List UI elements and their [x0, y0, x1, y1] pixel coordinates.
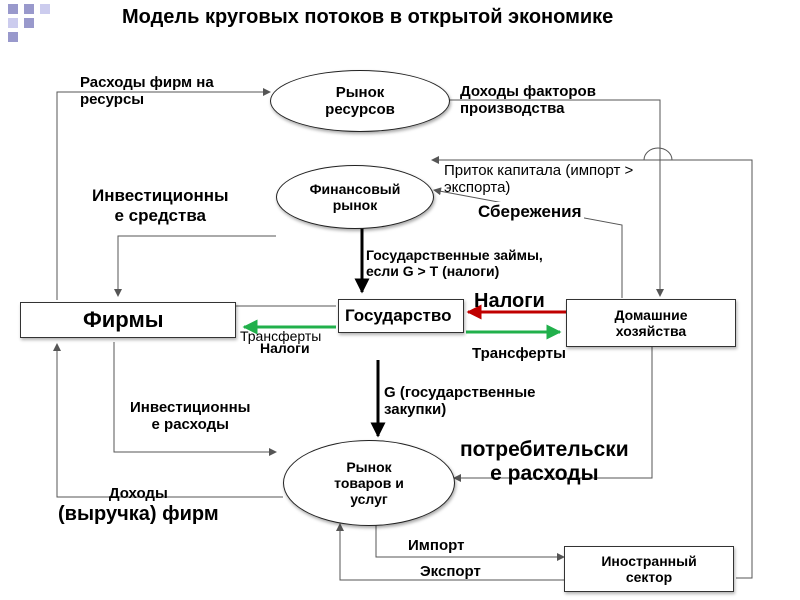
- node-foreign-sector-line1: Иностранный: [601, 553, 697, 569]
- flow-firm-expenses: [56, 88, 271, 300]
- label-consumer-expenses: потребительски е расходы: [460, 438, 629, 486]
- flow-crossing-arc: [643, 147, 673, 161]
- node-resource-market-line1: Рынок: [335, 84, 385, 101]
- label-transfers-left: Трансферты: [240, 328, 322, 344]
- node-households: Домашние хозяйства: [566, 299, 736, 347]
- flow-investment-expenses: [113, 342, 277, 456]
- node-government: Государство: [338, 299, 464, 333]
- node-goods-market: Рынок товаров и услуг: [283, 440, 455, 526]
- node-foreign-sector-line2: сектор: [625, 569, 673, 585]
- node-resource-market: Рынок ресурсов: [270, 70, 450, 132]
- label-gov-purchases: G (государственные закупки): [384, 384, 536, 419]
- label-firm-revenue-line1: Доходы: [108, 485, 168, 502]
- node-resource-market-line2: ресурсов: [325, 101, 395, 118]
- label-factor-income-line1: Доходы факторов: [460, 83, 596, 100]
- label-firm-expenses-line1: Расходы фирм на: [80, 74, 214, 91]
- label-taxes-right: Налоги: [474, 290, 545, 312]
- node-foreign-sector: Иностранный сектор: [564, 546, 734, 592]
- flow-factor-income: [448, 99, 664, 297]
- flow-consumer-expenses: [453, 346, 653, 482]
- label-firm-revenue: Доходы (выручка) фирм: [58, 485, 219, 526]
- decor-square-1: [8, 4, 18, 14]
- flow-investment-funds: [114, 235, 276, 297]
- label-capital-inflow: Приток капитала (импорт > экспорта): [444, 162, 633, 197]
- label-transfers-right: Трансферты: [472, 345, 566, 362]
- label-firm-revenue-line2: (выручка) фирм: [58, 503, 219, 526]
- label-capital-inflow-line2: экспорта): [444, 179, 511, 197]
- decor-square-6: [8, 32, 18, 42]
- label-capital-inflow-line1: Приток капитала (импорт >: [444, 162, 634, 179]
- node-financial-market-line2: рынок: [332, 197, 378, 213]
- page-title: Модель круговых потоков в открытой эконо…: [122, 6, 614, 28]
- label-consumer-expenses-line1: потребительски: [460, 438, 629, 461]
- label-investment-expenses: Инвестиционны е расходы: [130, 399, 250, 434]
- label-investment-expenses-line2: е расходы: [151, 416, 229, 434]
- label-investment-funds-line1: Инвестиционны: [92, 186, 229, 205]
- label-factor-income: Доходы факторов производства: [460, 83, 596, 118]
- node-financial-market-line1: Финансовый: [309, 181, 401, 197]
- decor-square-3: [40, 4, 50, 14]
- flow-imports: [375, 525, 565, 561]
- label-investment-funds-line2: е средства: [114, 205, 207, 225]
- label-government-loans-line2: если G > T (налоги): [366, 263, 500, 280]
- label-government-loans: Государственные займы, если G > T (налог…: [366, 247, 543, 279]
- node-households-line1: Домашние: [614, 307, 688, 323]
- node-households-line2: хозяйства: [615, 323, 687, 339]
- node-government-label: Государство: [345, 306, 452, 325]
- label-gov-purchases-line1: G (государственные: [384, 384, 536, 401]
- node-financial-market: Финансовый рынок: [276, 165, 434, 229]
- decor-square-5: [24, 18, 34, 28]
- label-consumer-expenses-line2: е расходы: [490, 462, 599, 486]
- node-goods-market-line1: Рынок: [346, 459, 392, 475]
- label-taxes-left: Налоги: [260, 340, 310, 356]
- label-investment-funds: Инвестиционны е средства: [92, 186, 229, 225]
- label-savings: Сбережения: [476, 202, 584, 222]
- label-firm-expenses-line2: ресурсы: [80, 91, 145, 109]
- node-firms: Фирмы: [20, 302, 236, 338]
- label-investment-expenses-line1: Инвестиционны: [130, 399, 251, 416]
- flow-exports: [336, 523, 564, 581]
- node-goods-market-line3: услуг: [350, 491, 388, 507]
- label-gov-purchases-line2: закупки): [384, 401, 447, 419]
- node-firms-label: Фирмы: [83, 307, 164, 332]
- label-exports: Экспорт: [420, 563, 481, 580]
- label-firm-expenses: Расходы фирм на ресурсы: [80, 74, 214, 109]
- node-goods-market-line2: товаров и: [334, 475, 404, 491]
- decor-square-4: [8, 18, 18, 28]
- label-government-loans-line1: Государственные займы,: [366, 247, 543, 263]
- decor-square-2: [24, 4, 34, 14]
- flow-savings: [433, 187, 623, 298]
- flow-firm-revenue: [53, 343, 283, 498]
- flow-capital-inflow: [431, 156, 753, 579]
- label-factor-income-line2: производства: [460, 100, 565, 118]
- label-imports: Импорт: [408, 537, 465, 554]
